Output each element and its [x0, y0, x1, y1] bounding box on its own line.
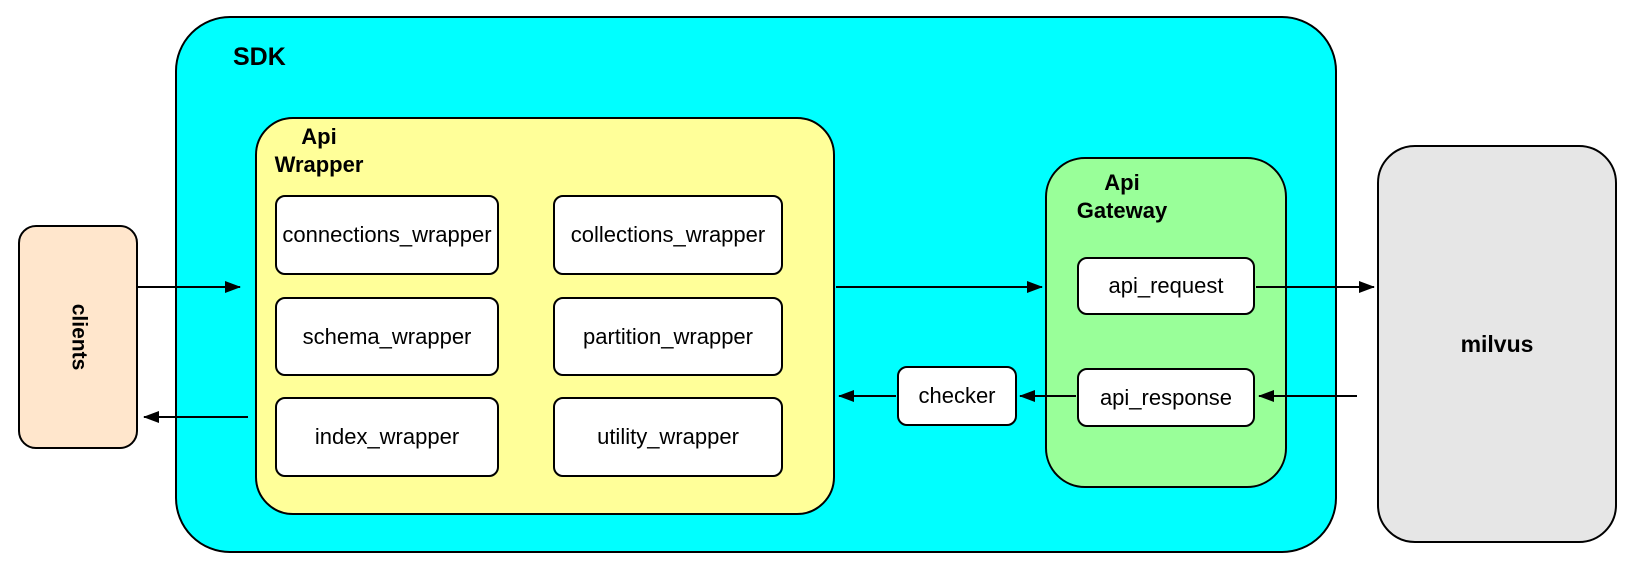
wrapper-box-partition: partition_wrapper: [553, 297, 783, 376]
clients-node: clients: [18, 225, 138, 449]
checker-box: checker: [897, 366, 1017, 426]
wrapper-box-utility: utility_wrapper: [553, 397, 783, 477]
wrapper-box-schema: schema_wrapper: [275, 297, 499, 376]
api-request-box: api_request: [1077, 257, 1255, 315]
api-wrapper-label: Api Wrapper: [274, 124, 364, 177]
clients-label: clients: [67, 303, 90, 371]
milvus-node: milvus: [1377, 145, 1617, 543]
wrapper-box-index: index_wrapper: [275, 397, 499, 477]
api-gateway-container: Api Gateway: [1045, 157, 1287, 488]
api-gateway-label: Api Gateway: [1076, 170, 1168, 223]
wrapper-box-connections: connections_wrapper: [275, 195, 499, 275]
sdk-label: SDK: [233, 43, 286, 71]
wrapper-box-collections: collections_wrapper: [553, 195, 783, 275]
api-response-box: api_response: [1077, 368, 1255, 427]
